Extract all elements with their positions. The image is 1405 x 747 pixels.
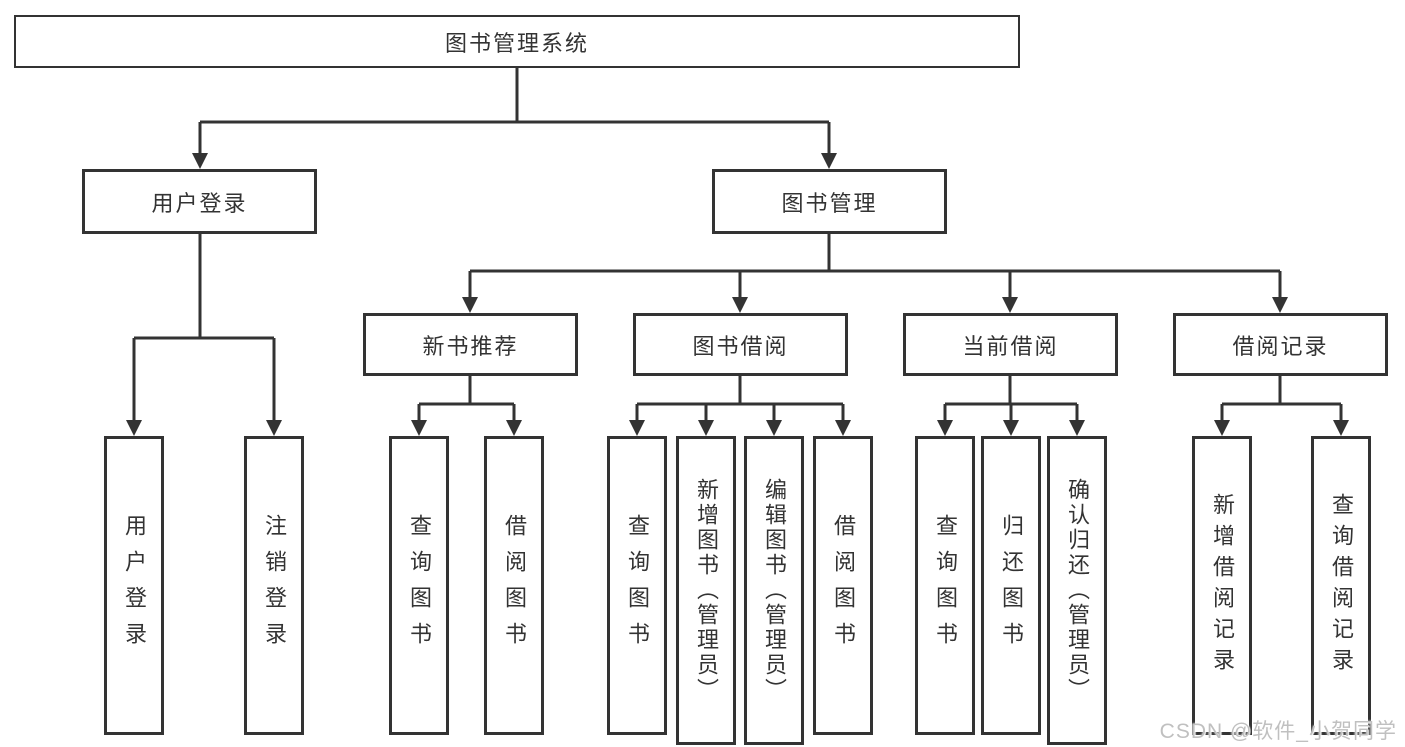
csdn-watermark: CSDN @软件_小贺同学 [1159, 720, 1397, 743]
leaf-query-books-1-label: 查询图书 [407, 513, 432, 658]
node-book-borrow-label: 图书借阅 [692, 333, 789, 359]
arrow-icon [462, 297, 478, 313]
connector-current-to-leaves [943, 376, 1079, 422]
arrow-icon [1214, 420, 1230, 436]
leaf-logout-label: 注销登录 [262, 513, 287, 658]
leaf-user-login: 用户登录 [104, 436, 164, 735]
arrow-icon [126, 420, 142, 436]
leaf-borrow-books-2-label: 借阅图书 [831, 513, 856, 658]
arrow-icon [1069, 420, 1085, 436]
node-new-book-recommend-label: 新书推荐 [422, 333, 519, 359]
leaf-borrow-books-1: 借阅图书 [484, 436, 544, 735]
arrow-icon [506, 420, 522, 436]
node-book-borrow: 图书借阅 [633, 313, 848, 376]
arrow-icon [937, 420, 953, 436]
leaf-confirm-return-admin-label: 确认归还（管理员） [1065, 478, 1090, 703]
arrow-icon [1002, 297, 1018, 313]
arrow-icon [821, 153, 837, 169]
leaf-return-book: 归还图书 [981, 436, 1041, 735]
leaf-user-login-label: 用户登录 [122, 513, 147, 658]
arrow-icon [835, 420, 851, 436]
leaf-query-books-2-label: 查询图书 [625, 513, 650, 658]
connector-bookmgmt-to-level3 [468, 234, 1282, 300]
node-system-label: 图书管理系统 [444, 30, 589, 56]
leaf-edit-book-admin-label: 编辑图书（管理员） [762, 478, 787, 703]
arrow-icon [1333, 420, 1349, 436]
leaf-query-borrow-record-label: 查询借阅记录 [1329, 492, 1354, 679]
leaf-edit-book-admin: 编辑图书（管理员） [744, 436, 804, 745]
leaf-query-books-2: 查询图书 [607, 436, 667, 735]
arrow-icon [266, 420, 282, 436]
leaf-add-borrow-record-label: 新增借阅记录 [1210, 492, 1235, 679]
node-current-borrow-label: 当前借阅 [962, 333, 1059, 359]
node-borrow-records: 借阅记录 [1173, 313, 1388, 376]
arrow-icon [411, 420, 427, 436]
leaf-query-books-1: 查询图书 [389, 436, 449, 735]
node-new-book-recommend: 新书推荐 [363, 313, 578, 376]
leaf-borrow-books-1-label: 借阅图书 [502, 513, 527, 658]
leaf-query-books-3: 查询图书 [915, 436, 975, 735]
node-book-management: 图书管理 [712, 169, 947, 234]
leaf-confirm-return-admin: 确认归还（管理员） [1047, 436, 1107, 745]
arrow-icon [766, 420, 782, 436]
leaf-logout: 注销登录 [244, 436, 304, 735]
node-system: 图书管理系统 [14, 15, 1020, 68]
arrow-icon [1003, 420, 1019, 436]
connector-root-to-level2 [198, 68, 831, 156]
node-user-login-label: 用户登录 [151, 190, 248, 216]
connector-borrow-to-leaves [635, 376, 845, 422]
leaf-query-borrow-record: 查询借阅记录 [1311, 436, 1371, 735]
arrow-icon [629, 420, 645, 436]
arrow-icon [192, 153, 208, 169]
connector-newbook-to-leaves [417, 376, 516, 422]
leaf-add-book-admin: 新增图书（管理员） [676, 436, 736, 745]
leaf-add-book-admin-label: 新增图书（管理员） [694, 478, 719, 703]
arrow-icon [1272, 297, 1288, 313]
node-book-management-label: 图书管理 [781, 190, 878, 216]
node-current-borrow: 当前借阅 [903, 313, 1118, 376]
connector-records-to-leaves [1220, 376, 1343, 422]
arrow-icon [698, 420, 714, 436]
connector-userlogin-to-leaves [132, 234, 276, 422]
node-borrow-records-label: 借阅记录 [1232, 333, 1329, 359]
arrow-icon [732, 297, 748, 313]
leaf-add-borrow-record: 新增借阅记录 [1192, 436, 1252, 735]
node-user-login: 用户登录 [82, 169, 317, 234]
leaf-query-books-3-label: 查询图书 [933, 513, 958, 658]
leaf-borrow-books-2: 借阅图书 [813, 436, 873, 735]
leaf-return-book-label: 归还图书 [999, 513, 1024, 658]
